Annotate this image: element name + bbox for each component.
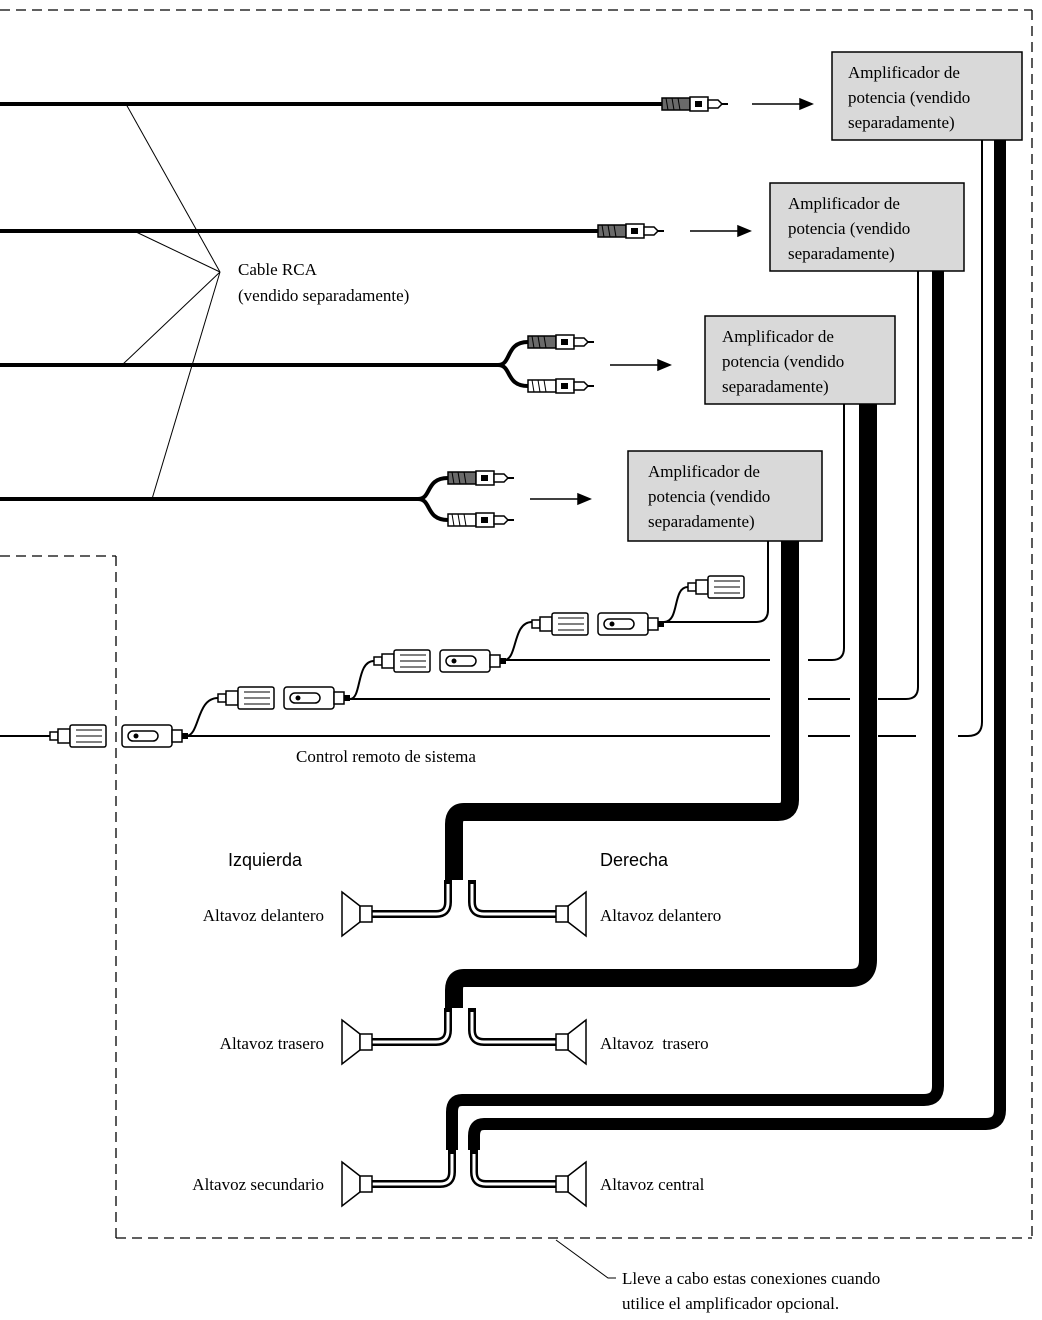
speaker-icon [555,891,587,937]
front-right-speaker-label: Altavoz delantero [600,906,721,925]
rca-cable-3-split [497,340,529,388]
center-speaker-cable [468,140,1006,1150]
speaker-icon [341,1161,373,1207]
amp-2-line2: potencia (vendido [788,219,910,238]
amplifier-4: Amplificador de potencia (vendido separa… [627,450,823,542]
amp-4-line2: potencia (vendido [648,487,770,506]
speaker-leads [372,880,556,1188]
rca-plug-3b [527,378,595,394]
remote-connector-female [531,612,589,636]
remote-label: Control remoto de sistema [296,747,476,766]
rca-plug-3a [527,334,595,350]
rear-left-speaker-label: Altavoz trasero [220,1034,324,1053]
amplifier-box [627,450,823,542]
front-speaker-cable [445,541,799,880]
remote-connector-male [597,612,665,636]
remote-connector-male [283,686,351,710]
right-side-label: Derecha [600,850,669,870]
front-left-speaker-label: Altavoz delantero [203,906,324,925]
arrow-icon [577,492,592,506]
sub-speaker-cable [446,271,944,1150]
amplifier-2: Amplificador de potencia (vendido separa… [769,182,965,272]
amp-3-line3: separadamente) [722,377,829,396]
arrow-icon [737,224,752,238]
speaker-cables [445,140,1006,1150]
arrows [530,97,814,506]
rca-cable-4-split [417,476,449,522]
sub-speaker-label: Altavoz secundario [192,1175,324,1194]
amplifier-box [704,315,896,405]
note-line-1: Lleve a cabo estas conexiones cuando [622,1269,880,1288]
amp-4-line3: separadamente) [648,512,755,531]
arrow-icon [799,97,814,111]
center-speaker-label: Altavoz central [600,1175,705,1194]
rca-plug-4a [447,470,515,486]
amplifier-box [769,182,965,272]
amplifier-1: Amplificador de potencia (vendido separa… [831,51,1023,141]
note-line-2: utilice el amplificador opcional. [622,1294,839,1313]
rear-right-speaker-label: Altavoz trasero [600,1034,709,1053]
rca-plug-4b [447,512,515,528]
remote-connector-male [121,724,189,748]
rca-plug-2 [597,223,665,239]
left-side-label: Izquierda [228,850,303,870]
amp-3-line2: potencia (vendido [722,352,844,371]
amp-2-line1: Amplificador de [788,194,900,213]
remote-connector-male [439,649,507,673]
speaker-icon [341,1019,373,1065]
amp-3-line1: Amplificador de [722,327,834,346]
dashed-frames [0,9,1033,1239]
rear-speaker-cable [445,404,877,1008]
speaker-icon [555,1161,587,1207]
amp-1-line3: separadamente) [848,113,955,132]
remote-connector-female [49,724,107,748]
amp-4-line1: Amplificador de [648,462,760,481]
remote-connector-female [217,686,275,710]
amp-2-line3: separadamente) [788,244,895,263]
rca-cable-label-2: (vendido separadamente) [238,286,409,305]
arrow-icon [657,358,672,372]
remote-wires [0,140,983,737]
amplifier-box [831,51,1023,141]
rca-leader-lines [121,103,221,500]
rca-plug-1 [661,96,729,112]
remote-connector-female [687,575,745,599]
amp-1-line1: Amplificador de [848,63,960,82]
amplifier-3: Amplificador de potencia (vendido separa… [704,315,896,405]
note-leader-line [555,1239,616,1279]
rca-cables [0,102,662,522]
amp-1-line2: potencia (vendido [848,88,970,107]
remote-connector-female [373,649,431,673]
speaker-icon [555,1019,587,1065]
speaker-icon [341,891,373,937]
rca-cable-label-1: Cable RCA [238,260,318,279]
